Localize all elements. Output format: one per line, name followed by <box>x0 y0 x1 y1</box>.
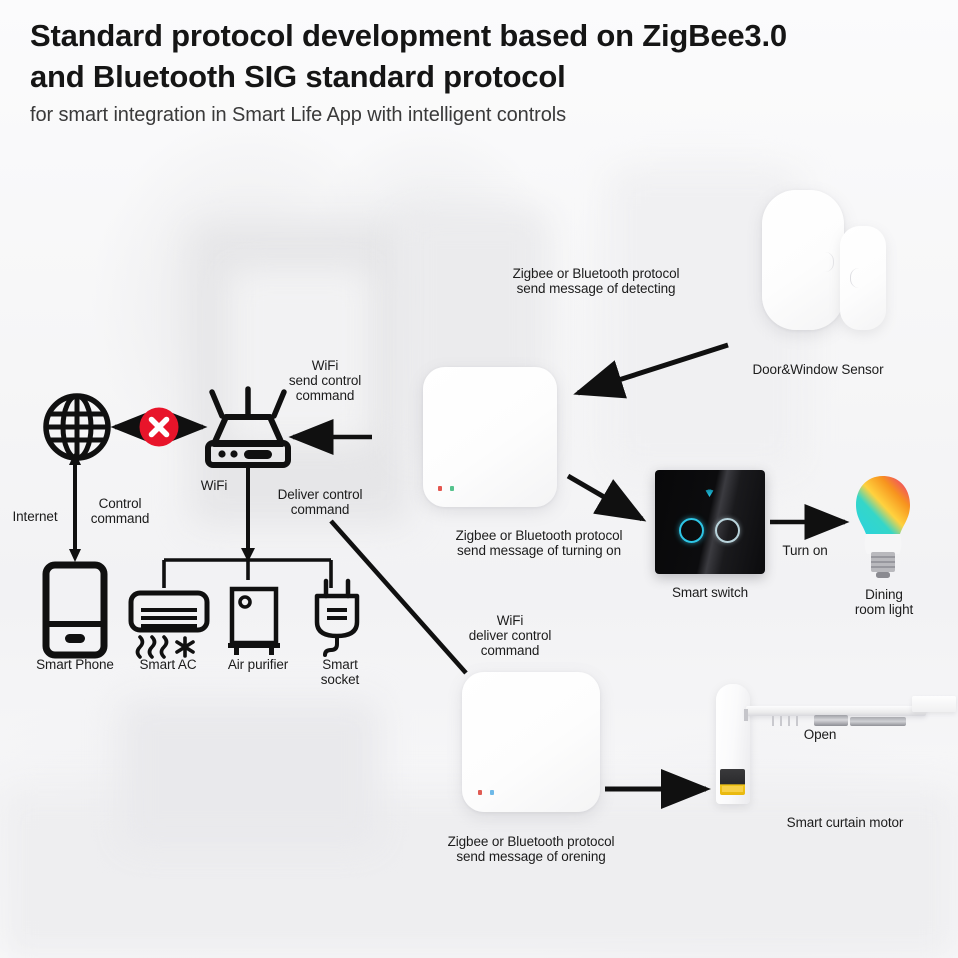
label-curtain-protocol: Zigbee or Bluetooth protocol send messag… <box>447 834 615 865</box>
sensor-main-notch <box>824 252 834 272</box>
label-sensor-protocol: Zigbee or Bluetooth protocol send messag… <box>512 266 680 297</box>
smart-wall-switch-icon <box>655 470 765 574</box>
switch-panel <box>655 470 765 574</box>
switch-wifi-indicator <box>704 488 715 497</box>
label-deliver-control-command: Deliver control command <box>277 487 363 518</box>
smartphone-icon <box>42 561 108 659</box>
curtain-rail-end-cap <box>912 696 956 712</box>
label-smart-socket: Smart socket <box>320 657 360 688</box>
page-title-line2: and Bluetooth SIG standard protocol <box>30 58 566 94</box>
label-sensor-name: Door&Window Sensor <box>752 362 884 377</box>
curtain-belt-clip <box>814 715 848 726</box>
page-title: Standard protocol development based on Z… <box>30 16 938 97</box>
label-smart-phone: Smart Phone <box>36 657 114 672</box>
label-switch-name: Smart switch <box>671 585 749 600</box>
label-control-command: Control command <box>90 496 150 527</box>
air-purifier-icon <box>226 585 286 657</box>
label-curtain-name: Smart curtain motor <box>786 815 904 830</box>
label-air-purifier: Air purifier <box>227 657 289 672</box>
rgb-light-bulb-icon <box>852 472 914 584</box>
label-wifi-deliver-control: WiFi deliver control command <box>468 613 552 659</box>
label-open: Open <box>803 727 837 742</box>
gateway-led-red <box>438 486 442 491</box>
label-switch-protocol: Zigbee or Bluetooth protocol send messag… <box>455 528 623 559</box>
label-turn-on: Turn on <box>782 543 828 558</box>
header: Standard protocol development based on Z… <box>30 16 938 127</box>
globe-icon <box>42 392 112 462</box>
power-plug-icon <box>308 578 366 660</box>
label-wifi-send-control: WiFi send control command <box>288 358 362 404</box>
curtain-slider-block <box>850 717 906 726</box>
label-internet: Internet <box>12 509 58 524</box>
gateway-bottom-led-blue <box>490 790 494 795</box>
background-blur-shadow <box>120 700 380 850</box>
label-smart-ac: Smart AC <box>139 657 197 672</box>
curtain-rail <box>746 706 926 716</box>
page-subtitle: for smart integration in Smart Life App … <box>30 104 566 127</box>
zigbee-gateway-icon <box>423 367 557 507</box>
switch-touch-circle-1[interactable] <box>679 518 704 543</box>
wifi-router-icon <box>198 386 298 472</box>
curtain-carrier-group <box>772 716 804 726</box>
background-blur-frame <box>228 268 373 443</box>
air-conditioner-icon <box>128 590 210 662</box>
gateway-led-green <box>450 486 454 491</box>
page-title-line1: Standard protocol development based on Z… <box>30 18 787 53</box>
arrow-gateway-switch <box>566 473 647 522</box>
label-bulb-name: Dining room light <box>854 587 914 618</box>
label-wifi: WiFi <box>200 478 228 493</box>
sensor-magnet-notch <box>850 268 860 288</box>
blocked-x-icon <box>138 406 180 448</box>
switch-touch-circle-2[interactable] <box>715 518 740 543</box>
curtain-motor-arm <box>744 709 748 721</box>
curtain-motor-label-stripe <box>722 786 743 792</box>
sensor-magnet-body <box>840 226 886 330</box>
gateway-bottom-led-red <box>478 790 482 795</box>
zigbee-gateway-bottom-icon <box>462 672 600 812</box>
